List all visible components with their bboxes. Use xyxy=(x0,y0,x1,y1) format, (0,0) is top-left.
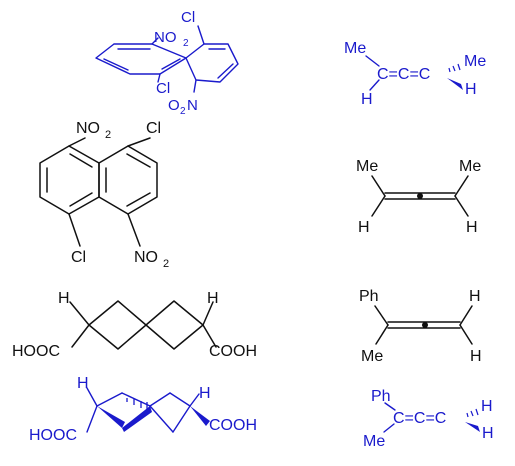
hashed-bond xyxy=(466,408,479,418)
hashed-bond xyxy=(448,63,461,73)
label-ph: Ph xyxy=(371,388,391,405)
label-acid: COOH xyxy=(209,417,257,434)
label-no2-subscript: 2 xyxy=(163,258,169,270)
allene-blue-bottom: Ph C=C=C Me H H xyxy=(363,388,494,450)
biphenyl-blue: Cl NO 2 Cl O 2 N xyxy=(95,9,239,117)
label-h: H xyxy=(466,219,478,236)
label-h: H xyxy=(469,288,481,305)
label-acid: COOH xyxy=(209,343,257,360)
allene-blue-bottom-bonds xyxy=(383,402,396,433)
label-o2n-o: O xyxy=(168,97,180,114)
label-ph: Ph xyxy=(359,288,379,305)
biphenyl-blue-left-ring xyxy=(95,43,187,75)
label-h: H xyxy=(207,290,219,307)
biphenyl-black-structure: NO 2 Cl Cl NO 2 xyxy=(39,120,169,270)
biphenyl-black-substituent-bonds xyxy=(68,137,151,247)
label-no2-subscript: 2 xyxy=(183,38,189,49)
label-cl: Cl xyxy=(146,120,161,137)
biphenyl-black-clean xyxy=(30,140,170,226)
label-o2n-subscript: 2 xyxy=(180,106,186,117)
wedge-bond xyxy=(122,406,152,432)
spiro-black-rings xyxy=(69,300,217,350)
biphenyl-blue-right-ring xyxy=(185,43,239,83)
label-no2-subscript: 2 xyxy=(105,129,111,141)
allene-black-1: Me Me H H xyxy=(356,158,481,236)
wedge-bond xyxy=(447,78,463,90)
label-h: H xyxy=(465,81,477,98)
spiro-blue: H H HOOC COOH xyxy=(29,375,257,444)
label-allene-chain: C=C=C xyxy=(393,410,446,427)
label-no2: NO xyxy=(154,29,177,46)
allene-black-2-bonds xyxy=(374,305,473,345)
label-h: H xyxy=(58,290,70,307)
label-h: H xyxy=(358,219,370,236)
central-carbon-dot xyxy=(422,322,428,328)
allene-black-2: Ph H Me H xyxy=(359,288,482,365)
label-cl: Cl xyxy=(181,9,195,26)
label-cl: Cl xyxy=(156,80,170,97)
label-h: H xyxy=(77,375,89,392)
label-h: H xyxy=(199,385,211,402)
spiro-black: H H HOOC COOH xyxy=(12,290,257,360)
wedge-bond xyxy=(190,406,210,426)
allene-blue-top: Me C=C=C Me H H xyxy=(344,40,486,108)
label-h: H xyxy=(470,348,482,365)
label-allene-chain: C=C=C xyxy=(377,66,430,83)
wedge-bond xyxy=(97,406,125,428)
label-acid: HOOC xyxy=(12,343,60,360)
label-me: Me xyxy=(361,348,383,365)
central-carbon-dot xyxy=(417,193,423,199)
wedge-bond xyxy=(465,422,480,432)
hashed-bond xyxy=(126,398,148,411)
label-cl: Cl xyxy=(71,249,86,266)
biphenyl-blue-substituent-bonds xyxy=(151,25,205,93)
label-no2: NO xyxy=(76,120,100,137)
label-me: Me xyxy=(459,158,481,175)
label-h: H xyxy=(482,425,494,442)
label-me: Me xyxy=(464,53,486,70)
label-acid: HOOC xyxy=(29,427,77,444)
label-h: H xyxy=(361,91,373,108)
label-h: H xyxy=(481,398,493,415)
label-no2: NO xyxy=(134,249,158,266)
allene-blue-top-bonds xyxy=(365,55,380,91)
label-o2n-n: N xyxy=(187,97,198,114)
label-me: Me xyxy=(344,40,366,57)
spiro-blue-rings xyxy=(86,387,200,433)
label-me: Me xyxy=(363,433,385,450)
label-me: Me xyxy=(356,158,378,175)
